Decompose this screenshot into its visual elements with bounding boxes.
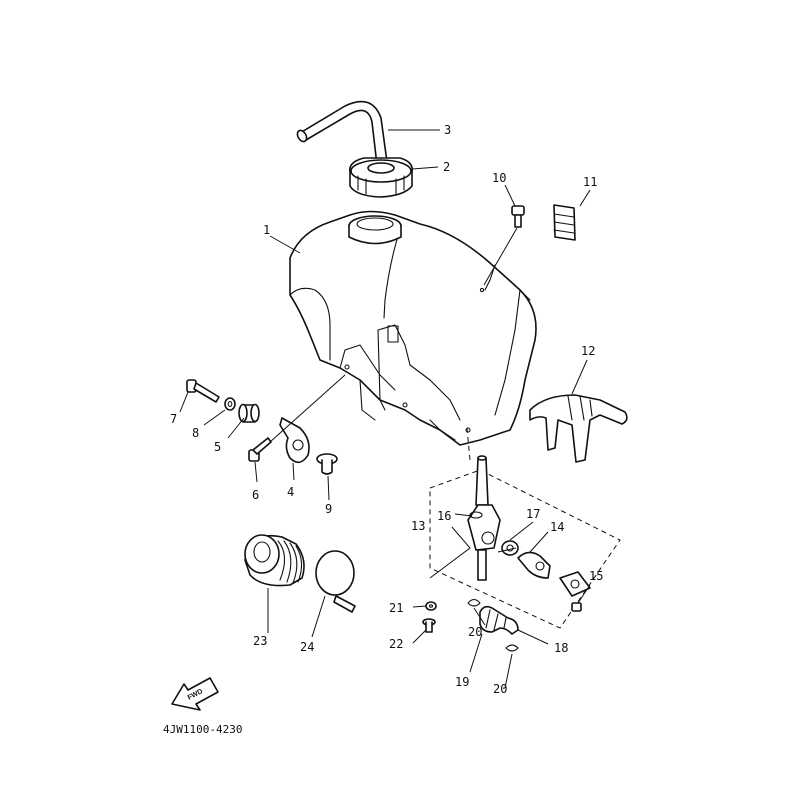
callout-17: 17: [526, 507, 540, 521]
leader-lines: [179, 129, 591, 689]
stay-4: [279, 417, 310, 464]
diagram-code: 4JW1100-4230: [163, 723, 242, 736]
fuel-cock-assembly-box: [429, 469, 621, 629]
callout-16: 16: [437, 509, 451, 523]
callout-10: 10: [492, 171, 506, 185]
leader-mount-line: [269, 374, 346, 443]
callout-8: 8: [192, 426, 199, 440]
callout-18: 18: [554, 641, 568, 655]
fuel-cap: [348, 157, 414, 198]
callout-21: 21: [389, 601, 403, 615]
lever-14: [517, 551, 551, 579]
callout-20b: 20: [493, 682, 507, 696]
cover-plate-15: [559, 571, 591, 612]
fuel-cock: [467, 455, 501, 581]
leader-18: [517, 629, 549, 645]
gasket-17: [501, 540, 519, 556]
collar-5: [238, 403, 260, 423]
callout-6: 6: [252, 488, 259, 502]
fuel-tank: [289, 210, 537, 446]
leader-17: [497, 547, 517, 553]
bracket-12: [529, 394, 628, 463]
fuel-hose-19: [479, 605, 519, 635]
band-24: [315, 550, 356, 613]
bolt-7: [186, 379, 220, 403]
screw-22: [422, 618, 436, 633]
callout-20: 20: [468, 625, 482, 639]
callout-3: 3: [444, 123, 451, 137]
callout-14: 14: [550, 520, 564, 534]
callout-11: 11: [583, 175, 597, 189]
bolt-6: [248, 437, 272, 462]
washer-21: [425, 601, 437, 611]
screw-10: [511, 205, 525, 228]
clip-20b: [505, 644, 519, 652]
callout-13: 13: [411, 519, 425, 533]
callout-7: 7: [170, 412, 177, 426]
callout-4: 4: [287, 485, 294, 499]
callout-2: 2: [443, 160, 450, 174]
callout-22: 22: [389, 637, 403, 651]
leader-12: [571, 359, 588, 395]
fwd-arrow-icon: FWD: [171, 677, 219, 711]
callout-24: 24: [300, 640, 314, 654]
callout-19: 19: [455, 675, 469, 689]
washer-8: [224, 397, 236, 411]
callout-1: 1: [263, 223, 270, 237]
o-ring-16: [469, 511, 483, 519]
callout-12: 12: [581, 344, 595, 358]
callout-15: 15: [589, 569, 603, 583]
grommet-9: [316, 453, 338, 475]
callout-23: 23: [253, 634, 267, 648]
clip-20a: [467, 598, 481, 607]
breather-hose: [296, 100, 388, 166]
callout-5: 5: [214, 440, 221, 454]
leader-10-to-tank: [483, 227, 518, 286]
clip-11: [553, 204, 576, 241]
callout-labels: 3 2 1 10 11 12 7 8 5 4 6 9 13 16 17 14 1…: [170, 123, 603, 696]
callout-9: 9: [325, 502, 332, 516]
damper-23: [244, 534, 305, 587]
